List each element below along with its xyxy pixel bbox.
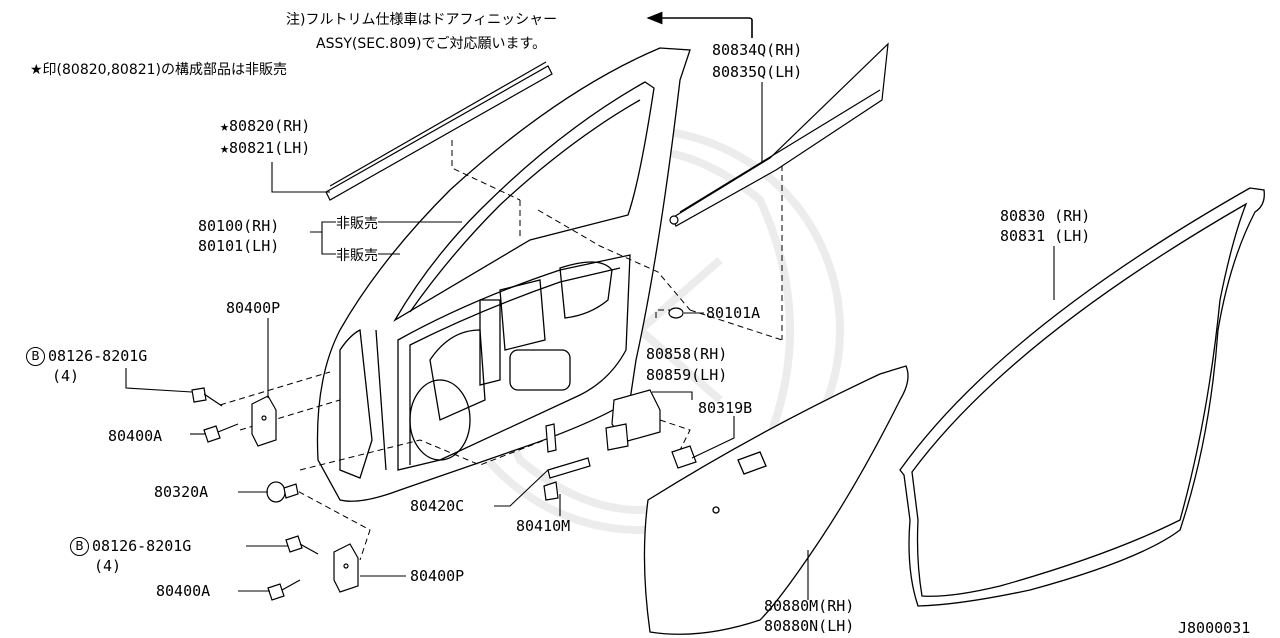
part-label-80420C: 80420C (410, 497, 465, 515)
bolt-qty-upper: (4) (52, 367, 80, 385)
part-label-80400A-lower: 80400A (156, 582, 211, 600)
not-for-sale-label-2: 非販売 (336, 246, 378, 266)
bolt-code-upper: 08126-8201G (48, 347, 148, 365)
part-label-80834Q: 80834Q(RH) (712, 41, 803, 59)
part-label-80400A-upper: 80400A (108, 427, 163, 445)
part-label-80320A: 80320A (154, 483, 209, 501)
bolt-08126-lower (285, 535, 319, 555)
part-label-80858: 80858(RH) (646, 345, 728, 363)
bolt-80400A-upper (203, 423, 239, 443)
bolt-08126-upper (191, 387, 223, 407)
star-note: ★印(80820,80821)の構成部品は非販売 (30, 62, 287, 78)
hinge-upper-80400P (251, 395, 277, 447)
note-arrow (646, 11, 753, 38)
not-for-sale-label-1: 非販売 (336, 214, 378, 234)
part-label-80820: ★80820(RH) (220, 117, 311, 135)
part-label-80319B: 80319B (698, 399, 753, 417)
part-label-80831: 80831 (LH) (1000, 227, 1091, 245)
front-door-shell-80100 (316, 47, 691, 502)
door-outer-moulding-80820 (325, 61, 553, 201)
part-label-80101: 80101(LH) (198, 237, 280, 255)
diagram-id: J8000031 (1178, 619, 1251, 637)
part-label-80880M: 80880M(RH) (764, 597, 855, 615)
part-label-80100: 80100(RH) (198, 217, 280, 235)
bolt-80320A (266, 481, 299, 503)
part-label-80835Q: 80835Q(LH) (712, 63, 803, 81)
part-label-80880N: 80880N(LH) (764, 617, 855, 635)
switch-unit-80858 (605, 389, 697, 469)
check-link-80410M (543, 423, 591, 501)
door-weatherstrip-80830 (899, 187, 1265, 607)
part-label-80830: 80830 (RH) (1000, 207, 1091, 225)
window-moulding-80834Q (669, 42, 889, 227)
bolt-symbol-upper: B (26, 347, 45, 366)
bolt-80400A-lower (267, 579, 301, 601)
part-label-80859: 80859(LH) (646, 366, 728, 384)
bolt-symbol-lower: B (70, 537, 89, 556)
part-label-80400P-lower: 80400P (410, 567, 465, 585)
part-label-80821: ★80821(LH) (220, 139, 311, 157)
part-label-80410M: 80410M (516, 517, 571, 535)
part-label-80101A: 80101A (706, 304, 761, 322)
bolt-qty-lower: (4) (94, 557, 122, 575)
footnote-line1: 注)フルトリム仕様車はドアフィニッシャー (286, 12, 558, 28)
hinge-lower-80400P (333, 543, 359, 593)
part-label-80400P-upper: 80400P (226, 299, 281, 317)
footnote-line2: ASSY(SEC.809)でご対応願います。 (316, 36, 547, 52)
door-finisher-80880M (643, 365, 909, 635)
leader-dashed-lines (219, 140, 783, 561)
plug-80101A (668, 307, 684, 319)
bolt-code-lower: 08126-8201G (92, 537, 192, 555)
leader-solid-lines (125, 82, 1055, 600)
